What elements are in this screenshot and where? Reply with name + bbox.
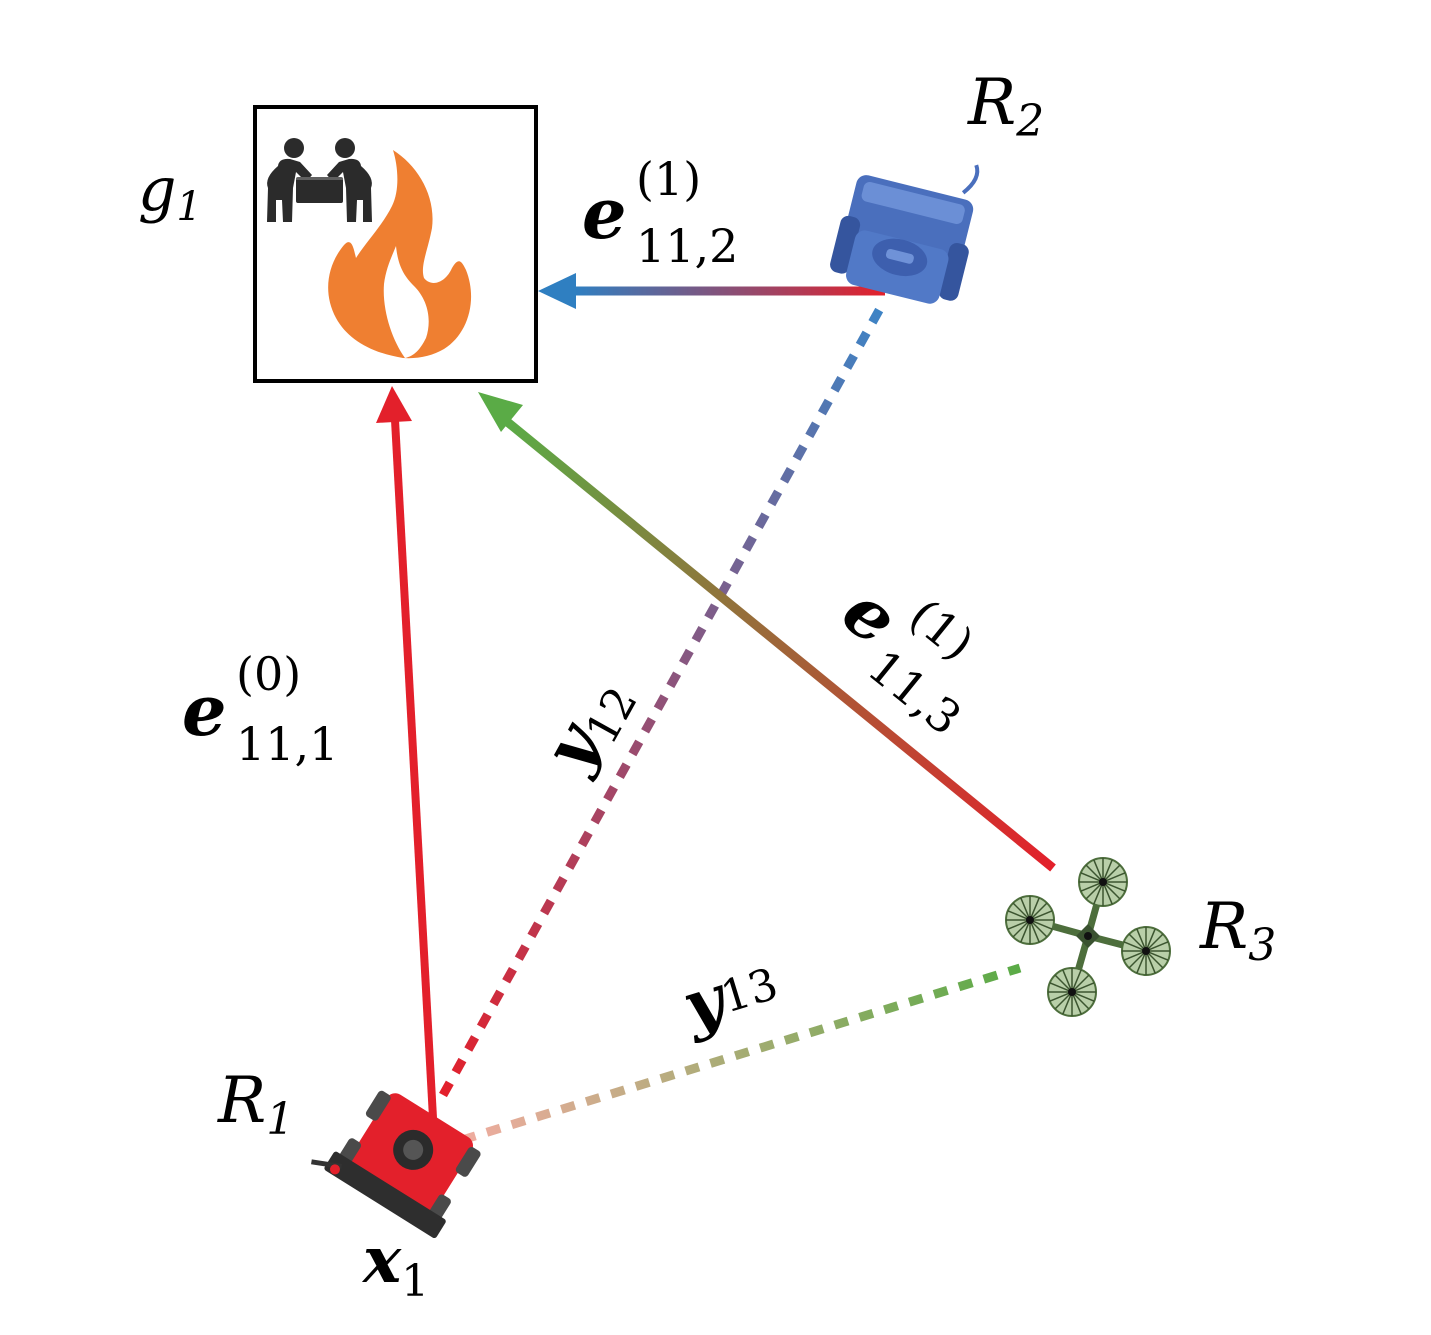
edge-e-11-3-arrow xyxy=(478,392,1056,872)
svg-text:e: e xyxy=(582,172,627,255)
svg-text:y12: y12 xyxy=(527,662,648,787)
robot-r2-icon xyxy=(830,164,980,304)
svg-text:(1): (1) xyxy=(636,152,701,206)
state-x1-label: x1 xyxy=(361,1223,429,1307)
drone-rotor-icon xyxy=(1005,895,1055,945)
robot-r2-label: R2 xyxy=(967,66,1044,147)
svg-text:11,2: 11,2 xyxy=(636,219,738,273)
robot-r3-icon xyxy=(1005,857,1171,1017)
svg-text:11,1: 11,1 xyxy=(236,717,338,771)
svg-text:y13: y13 xyxy=(672,943,787,1046)
drone-rotor-icon xyxy=(1078,857,1128,907)
edge-y-12-label: y12 xyxy=(527,662,648,787)
robot-r1-label: R1 xyxy=(217,1064,294,1145)
svg-text:e: e xyxy=(182,669,227,752)
edge-e-11-2-arrow xyxy=(538,273,885,309)
svg-text:(0): (0) xyxy=(236,647,301,701)
edge-e-11-1-label: e (0) 11,1 xyxy=(182,647,338,771)
robot-r1-icon xyxy=(311,1090,481,1239)
goal-label: g1 xyxy=(138,155,202,230)
goal-box xyxy=(253,105,538,383)
fire-icon xyxy=(328,150,472,359)
people-carrying-box-icon xyxy=(267,138,372,222)
robot-r3-label: R3 xyxy=(1199,890,1276,971)
drone-rotor-icon xyxy=(1047,967,1097,1017)
edge-e-11-2-label: e (1) 11,2 xyxy=(582,152,738,273)
drone-rotor-icon xyxy=(1121,926,1171,976)
edge-y-13-label: y13 xyxy=(672,943,787,1046)
edge-y-13-line xyxy=(460,963,1022,1145)
edge-e-11-3-label: e (1) 11,3 xyxy=(827,569,984,746)
edge-e-11-1-arrow xyxy=(376,386,437,1119)
fire-shape xyxy=(328,150,472,359)
edge-y-12-line xyxy=(439,302,886,1098)
